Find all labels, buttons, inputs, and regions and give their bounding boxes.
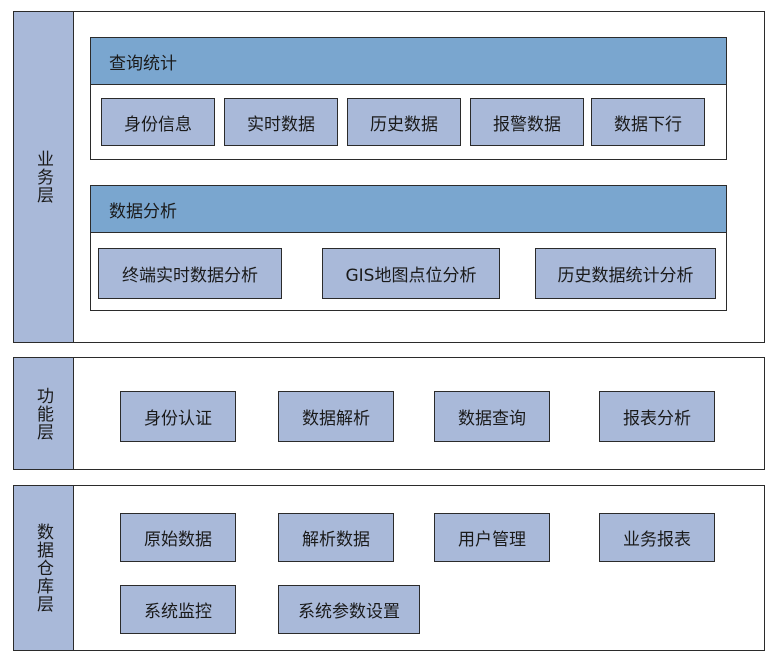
query-statistics-header: 查询统计 bbox=[91, 38, 726, 85]
business-report-box: 业务报表 bbox=[599, 513, 715, 562]
function-layer: 功能层 身份认证 数据解析 数据查询 报表分析 bbox=[13, 357, 765, 470]
identity-info-box: 身份信息 bbox=[101, 98, 215, 146]
raw-data-box: 原始数据 bbox=[120, 513, 236, 562]
user-management-box: 用户管理 bbox=[434, 513, 550, 562]
data-analysis-group: 数据分析 终端实时数据分析 GIS地图点位分析 历史数据统计分析 bbox=[90, 185, 727, 311]
system-monitor-box: 系统监控 bbox=[120, 585, 236, 634]
identity-auth-box: 身份认证 bbox=[120, 391, 236, 442]
system-parameter-settings-box: 系统参数设置 bbox=[278, 585, 420, 634]
data-downlink-box: 数据下行 bbox=[591, 98, 705, 146]
gis-point-analysis-box: GIS地图点位分析 bbox=[322, 248, 500, 299]
alarm-data-box: 报警数据 bbox=[470, 98, 584, 146]
function-layer-label: 功能层 bbox=[14, 358, 74, 469]
history-statistics-analysis-box: 历史数据统计分析 bbox=[535, 248, 716, 299]
report-analysis-box: 报表分析 bbox=[599, 391, 715, 442]
terminal-realtime-analysis-box: 终端实时数据分析 bbox=[98, 248, 282, 299]
realtime-data-box: 实时数据 bbox=[224, 98, 338, 146]
business-layer: 业务层 查询统计 身份信息 实时数据 历史数据 报警数据 数据下行 数据分析 终… bbox=[13, 11, 765, 343]
data-warehouse-layer: 数据仓库层 原始数据 解析数据 用户管理 业务报表 系统监控 系统参数设置 bbox=[13, 485, 765, 651]
data-analysis-header: 数据分析 bbox=[91, 186, 726, 233]
data-warehouse-layer-label: 数据仓库层 bbox=[14, 486, 74, 650]
history-data-box: 历史数据 bbox=[347, 98, 461, 146]
parsed-data-box: 解析数据 bbox=[278, 513, 394, 562]
data-query-box: 数据查询 bbox=[434, 391, 550, 442]
business-layer-label: 业务层 bbox=[14, 12, 74, 342]
data-parse-box: 数据解析 bbox=[278, 391, 394, 442]
query-statistics-group: 查询统计 身份信息 实时数据 历史数据 报警数据 数据下行 bbox=[90, 37, 727, 160]
